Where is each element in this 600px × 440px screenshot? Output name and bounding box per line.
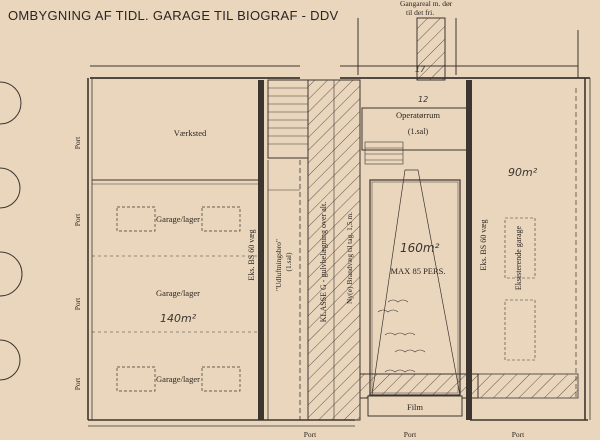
port-label: Port <box>404 430 417 439</box>
port-label: Port <box>512 430 525 439</box>
auditorium-box <box>369 179 461 396</box>
port-label: Port <box>73 377 82 390</box>
room-label-film: Film <box>407 402 423 412</box>
corridor-note-line1: Gangareal m. dør <box>400 0 453 8</box>
handwritten-area-left: 140m² <box>160 312 197 325</box>
handwritten-area-right: 90m² <box>508 166 538 179</box>
plan-title: OMBYGNING AF TIDL. GARAGE TIL BIOGRAF - … <box>8 8 339 23</box>
handwritten-door-mark-2: 17 <box>415 65 426 74</box>
handwritten-door-mark-1: 12 <box>418 95 428 104</box>
left-port-arcs <box>0 81 23 381</box>
left-bs60-wall <box>258 80 264 420</box>
left-staircase <box>267 79 309 159</box>
right-wall-label: Eks. BS 60 væg <box>479 219 488 270</box>
new-fire-wall-label: Ny(e) Brandvæg til tag. 1,5 m. <box>345 212 354 304</box>
ventilation-bridge-label: "Udluftningsbro" <box>274 239 283 291</box>
film-room <box>367 395 463 417</box>
outer-walls <box>87 65 591 427</box>
port-label: Port <box>73 213 82 226</box>
cinema-capacity-label: MAX 85 PERS. <box>390 266 445 276</box>
room-label-operator: Operatørrum <box>396 110 440 120</box>
room-label-garage-2: Garage/lager <box>156 288 200 298</box>
handwritten-area-cinema: 160m² <box>400 241 440 255</box>
port-label: Port <box>304 430 317 439</box>
corridor-hatched-wall <box>416 17 446 81</box>
ventilation-bridge <box>267 160 301 420</box>
ventilation-bridge-floor-label: (1.sal) <box>284 252 293 271</box>
room-label-vaerksted: Værksted <box>174 128 207 138</box>
existing-garage-label: Eksisterende garage <box>514 225 523 290</box>
top-corridor <box>357 17 579 81</box>
floor-class-label: KLASSE G - gulvbelægning over alt. <box>319 202 328 322</box>
port-label: Port <box>73 297 82 310</box>
left-wall-label: Eks. BS 60 væg <box>247 229 256 280</box>
corridor-note-line2: til det fri. <box>406 8 434 17</box>
right-garage <box>504 88 577 400</box>
port-label: Port <box>73 136 82 149</box>
right-bs60-wall <box>466 80 472 420</box>
room-label-garage-1: Garage/lager <box>156 214 200 224</box>
room-label-operator-floor: (1.sal) <box>408 127 429 136</box>
room-label-garage-3: Garage/lager <box>156 374 200 384</box>
left-block <box>92 179 262 392</box>
